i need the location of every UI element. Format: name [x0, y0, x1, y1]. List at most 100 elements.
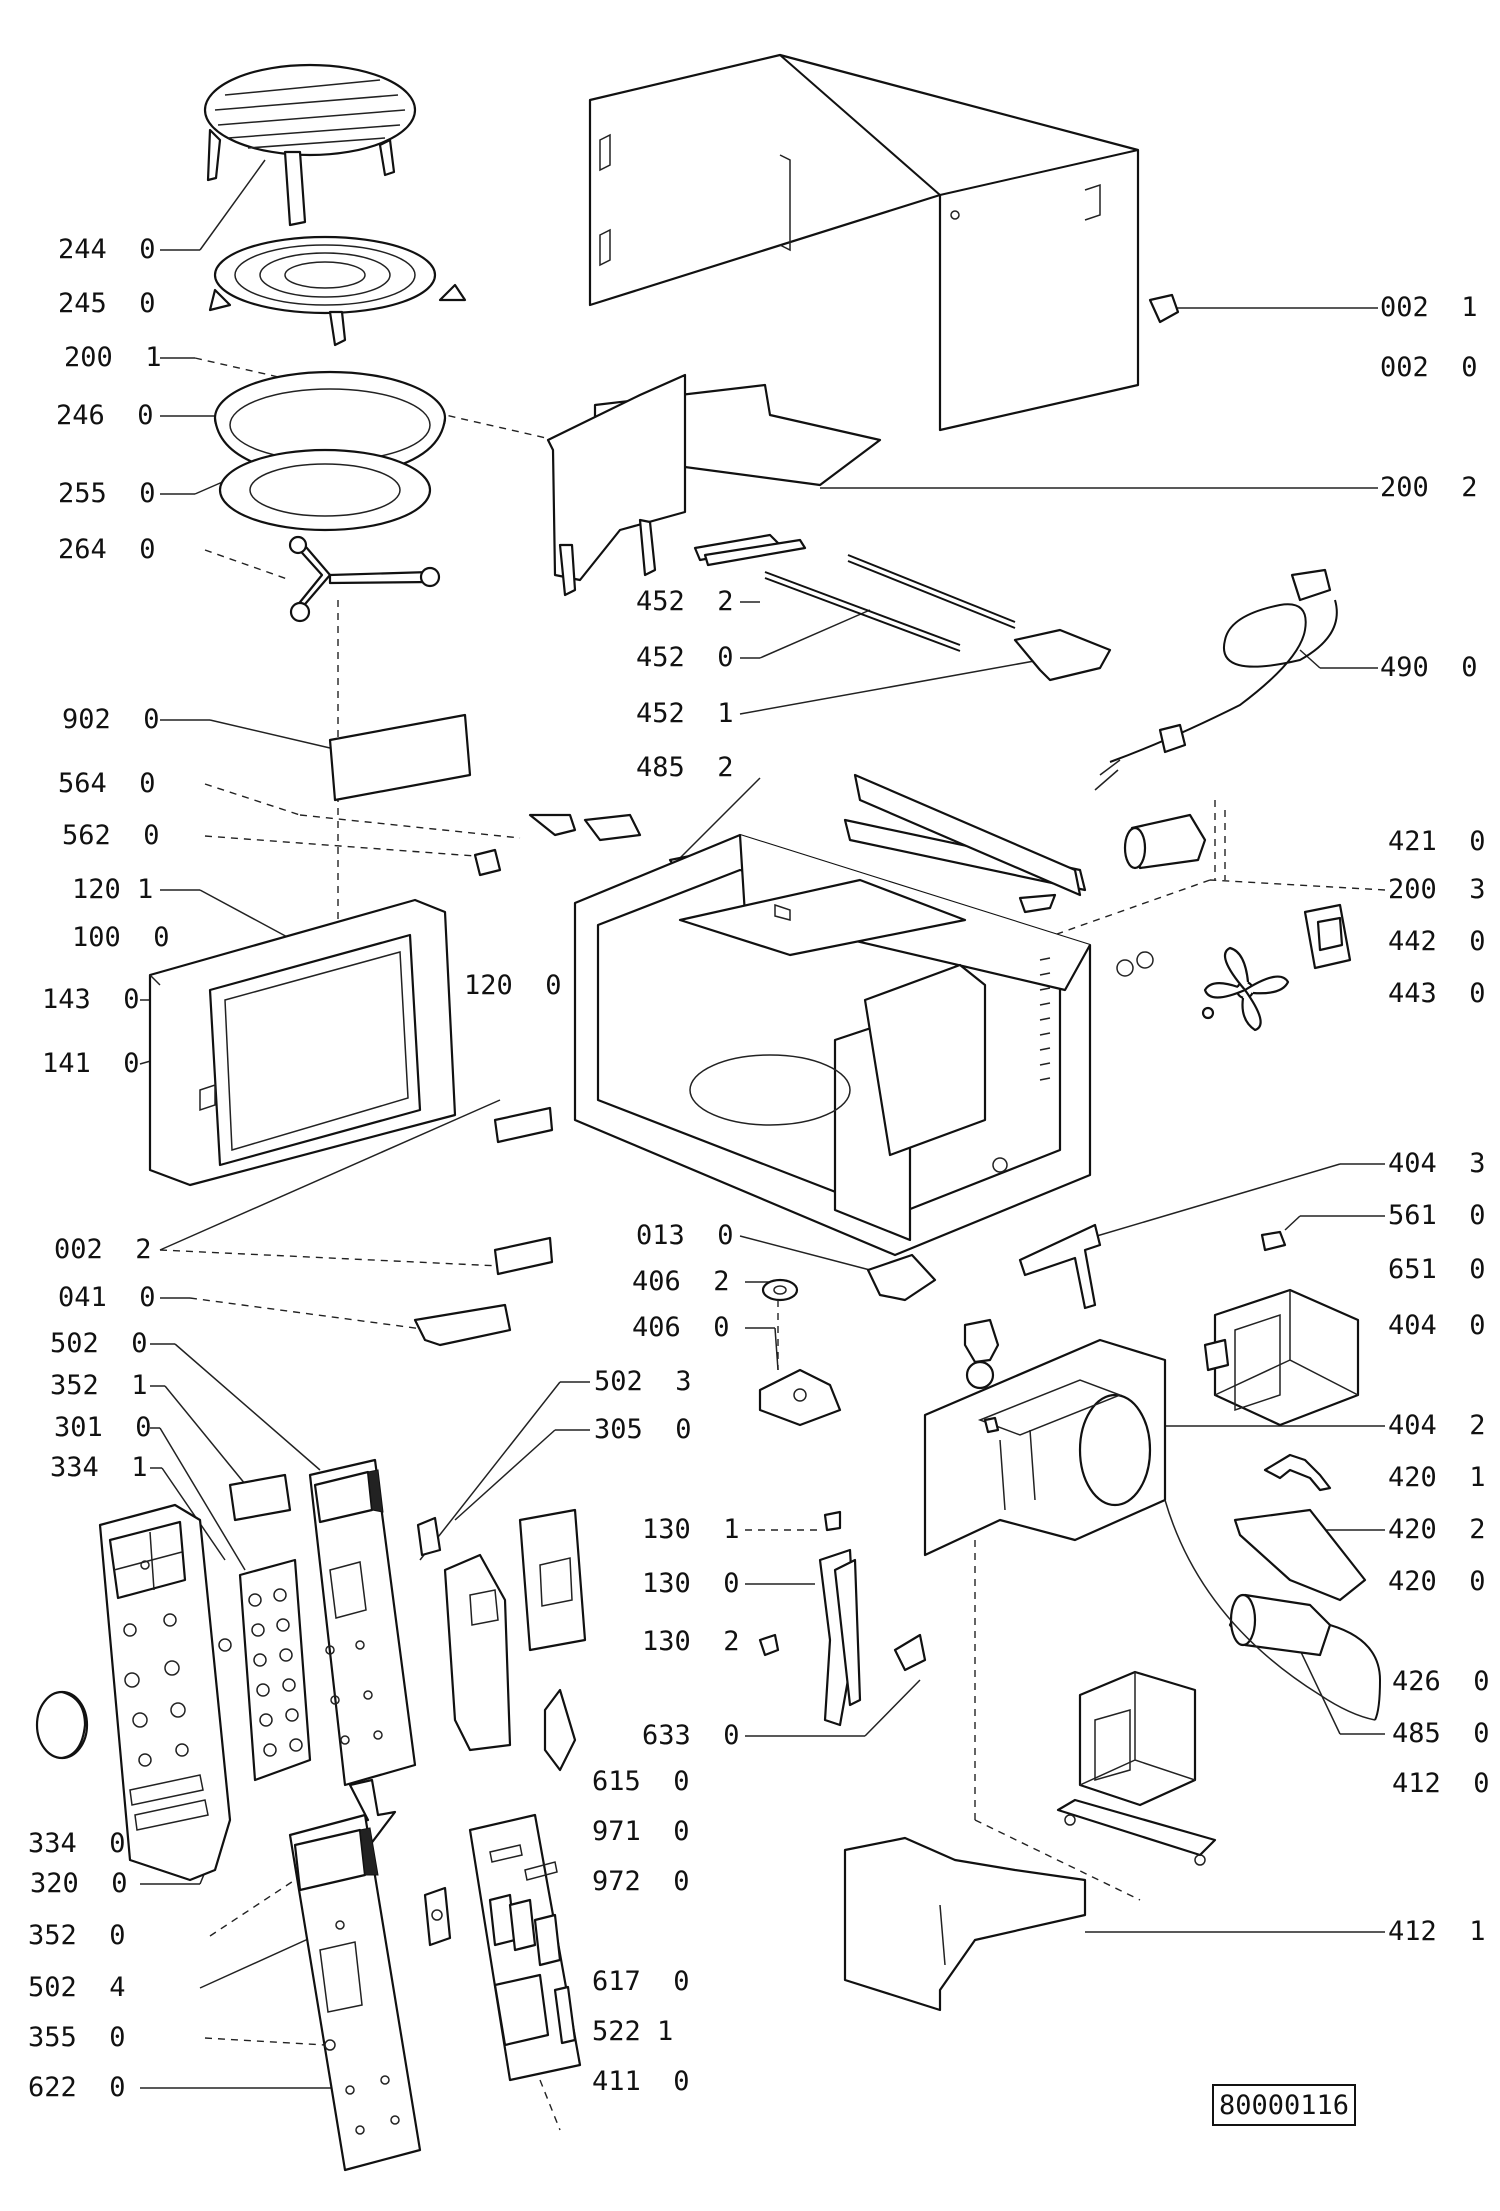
- part-label-301-0: 301 0: [54, 1412, 152, 1443]
- part-label-522-1: 522 1: [592, 2016, 673, 2047]
- part-label-404-0: 404 0: [1388, 1310, 1486, 1341]
- display-board-part: [308, 1458, 417, 1787]
- part-label-002-2: 002 2: [54, 1234, 152, 1265]
- lamp-part: [963, 1318, 1000, 1390]
- power-board-part: [468, 1813, 582, 2131]
- part-label-130-1: 130 1: [642, 1514, 740, 1545]
- part-label-421-0: 421 0: [1388, 826, 1486, 857]
- part-label-485-2: 485 2: [636, 752, 734, 783]
- part-label-564-0: 564 0: [58, 768, 156, 799]
- lower-display-board-part: [288, 1813, 422, 2172]
- part-label-561-0: 561 0: [1388, 1200, 1486, 1231]
- capacitor-part: [1123, 810, 1226, 880]
- grill-plate-part: [208, 235, 467, 347]
- part-label-420-1: 420 1: [1388, 1462, 1486, 1493]
- coupler-part: [288, 535, 441, 623]
- part-label-617-0: 617 0: [592, 1966, 690, 1997]
- part-label-255-0: 255 0: [58, 478, 156, 509]
- part-label-305-0: 305 0: [594, 1414, 692, 1445]
- wire-rack-part: [203, 63, 417, 227]
- part-label-452-1: 452 1: [636, 698, 734, 729]
- part-label-120-0: 120 0: [464, 970, 562, 1001]
- part-label-141-0: 141 0: [42, 1048, 140, 1079]
- lamp-holder-part: [1018, 1223, 1287, 1310]
- part-label-971-0: 971 0: [592, 1816, 690, 1847]
- bracket-fuse-part: [1233, 1453, 1367, 1602]
- latch-part: [758, 1510, 927, 1727]
- part-label-264-0: 264 0: [58, 534, 156, 565]
- part-label-200-2: 200 2: [1380, 472, 1478, 503]
- part-label-615-0: 615 0: [592, 1766, 690, 1797]
- relay-bracket-part: [416, 1508, 587, 1772]
- cap-part: [1148, 293, 1180, 324]
- part-label-404-3: 404 3: [1388, 1148, 1486, 1179]
- part-label-420-2: 420 2: [1388, 1514, 1486, 1545]
- part-label-902-0: 902 0: [62, 704, 160, 735]
- part-label-443-0: 443 0: [1388, 978, 1486, 1009]
- part-label-245-0: 245 0: [58, 288, 156, 319]
- rods-part: [693, 533, 1112, 682]
- power-cord-part: [1094, 568, 1338, 791]
- connector-part: [423, 1886, 452, 1947]
- part-label-244-0: 244 0: [58, 234, 156, 265]
- turntable-motor-part: [758, 1253, 937, 1427]
- part-label-130-0: 130 0: [642, 1568, 740, 1599]
- hv-capacitor-part: [1164, 1499, 1382, 1721]
- knob-part: [35, 1690, 89, 1760]
- keypad-part: [218, 1473, 312, 1782]
- oven-cavity-part: [573, 773, 1154, 1257]
- part-label-002-1: 002 1: [1380, 292, 1478, 323]
- part-label-651-0: 651 0: [1388, 1254, 1486, 1285]
- part-label-633-0: 633 0: [642, 1720, 740, 1751]
- part-label-334-0: 334 0: [28, 1828, 126, 1859]
- part-label-406-2: 406 2: [632, 1266, 730, 1297]
- magnetron-part: [1203, 1288, 1360, 1427]
- part-label-562-0: 562 0: [62, 820, 160, 851]
- part-label-411-0: 411 0: [592, 2066, 690, 2097]
- leader-lines: [139, 159, 1386, 2089]
- inner-cover-part: [546, 373, 882, 597]
- part-label-200-1: 200 1: [64, 342, 162, 373]
- diagram-code: 80000116: [1219, 2090, 1349, 2121]
- roller-ring-part: [218, 448, 432, 532]
- part-label-412-0: 412 0: [1392, 1768, 1490, 1799]
- part-label-485-0: 485 0: [1392, 1718, 1490, 1749]
- part-label-352-1: 352 1: [50, 1370, 148, 1401]
- part-label-502-4: 502 4: [28, 1972, 126, 2003]
- part-label-404-2: 404 2: [1388, 1410, 1486, 1441]
- part-label-334-1: 334 1: [50, 1452, 148, 1483]
- part-label-406-0: 406 0: [632, 1312, 730, 1343]
- part-label-972-0: 972 0: [592, 1866, 690, 1897]
- door-panel-part: [148, 898, 457, 1187]
- part-label-452-0: 452 0: [636, 642, 734, 673]
- fan-part: [1201, 946, 1290, 1032]
- diagram-code-box: 80000116: [1212, 2084, 1356, 2126]
- part-label-200-3: 200 3: [1388, 874, 1486, 905]
- transformer-part: [1056, 1670, 1217, 1866]
- part-label-426-0: 426 0: [1392, 1666, 1490, 1697]
- part-labels: 244 0 245 0 200 1 246 0 255 0 264 0 902 0 564 0…: [28, 234, 1490, 2103]
- part-label-420-0: 420 0: [1388, 1566, 1486, 1597]
- part-label-320-0: 320 0: [30, 1868, 128, 1899]
- motor-bracket-part: [1303, 903, 1352, 970]
- part-label-502-0: 502 0: [50, 1328, 148, 1359]
- part-label-622-0: 622 0: [28, 2072, 126, 2103]
- part-label-352-0: 352 0: [28, 1920, 126, 1951]
- part-label-412-1: 412 1: [1388, 1916, 1486, 1947]
- part-label-452-2: 452 2: [636, 586, 734, 617]
- part-label-100-0: 100 0: [72, 922, 170, 953]
- part-label-246-0: 246 0: [56, 400, 154, 431]
- part-label-143-0: 143 0: [42, 984, 140, 1015]
- part-label-013-0: 013 0: [636, 1220, 734, 1251]
- part-label-502-3: 502 3: [594, 1366, 692, 1397]
- part-label-355-0: 355 0: [28, 2022, 126, 2053]
- part-label-442-0: 442 0: [1388, 926, 1486, 957]
- part-label-002-0: 002 0: [1380, 352, 1478, 383]
- part-label-041-0: 041 0: [58, 1282, 156, 1313]
- part-label-120-1: 120 1: [72, 874, 153, 905]
- base-plate-part: [843, 1836, 1087, 2012]
- part-label-490-0: 490 0: [1380, 652, 1478, 683]
- outer-casing-part: [588, 53, 1140, 432]
